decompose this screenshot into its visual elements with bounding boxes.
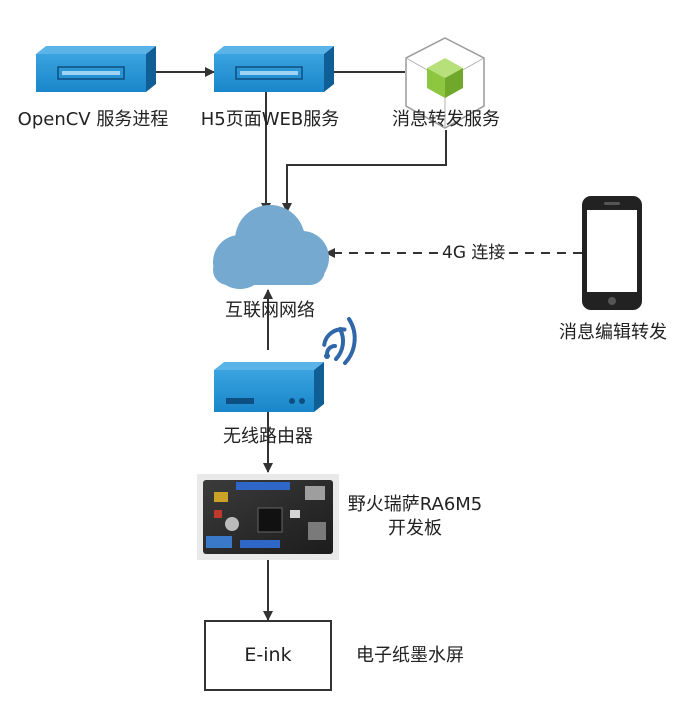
edge-msgservice-to-cloud xyxy=(282,130,447,213)
board-label-line1: 野火瑞萨RA6M5 xyxy=(347,494,483,515)
eink-label: 电子纸墨水屏 xyxy=(356,645,464,666)
phone-label: 消息编辑转发 xyxy=(559,322,667,343)
router-label: 无线路由器 xyxy=(223,426,313,447)
cube-service-icon xyxy=(405,37,485,129)
server-icon xyxy=(214,46,334,92)
server-icon xyxy=(36,46,156,92)
wifi-signal-icon xyxy=(322,317,357,365)
smartphone-icon xyxy=(582,196,642,310)
opencv-label: OpenCV 服务进程 xyxy=(17,109,169,130)
board-label-line2: 开发板 xyxy=(388,518,442,539)
router-icon xyxy=(214,362,324,412)
eink-box xyxy=(204,620,332,691)
board-label: 野火瑞萨RA6M5 开发板 xyxy=(345,493,485,541)
h5web-label: H5页面WEB服务 xyxy=(200,109,340,130)
cloud-icon xyxy=(213,205,329,289)
msg-forward-label: 消息转发服务 xyxy=(392,109,500,130)
4g-connection-label: 4G 连接 xyxy=(439,243,509,263)
dev-board-icon xyxy=(197,474,339,560)
eink-box-text: E-ink xyxy=(244,644,292,666)
internet-label: 互联网网络 xyxy=(225,300,315,321)
